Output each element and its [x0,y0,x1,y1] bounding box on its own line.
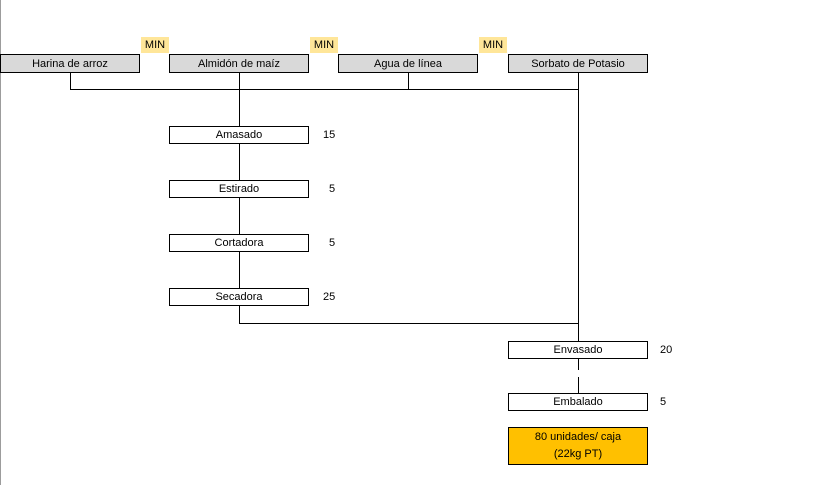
connector [408,72,409,90]
time-amasado: 15 [323,129,336,141]
connector [239,251,240,288]
connector [239,197,240,234]
ingredient-agua-de-linea: Agua de línea [338,54,478,73]
ingredient-sorbato-de-potasio: Sorbato de Potasio [508,54,648,73]
ingredient-harina-de-arroz: Harina de arroz [0,54,140,73]
connector [578,377,579,393]
step-secadora: Secadora [169,288,309,306]
connector [70,89,579,90]
min-tag-agua: MIN [479,37,507,53]
final-product-weight: (22kg PT) [553,448,603,460]
final-product-box: 80 unidades/ caja (22kg PT) [508,427,648,465]
step-estirado: Estirado [169,180,309,198]
step-amasado: Amasado [169,126,309,144]
min-tag-harina: MIN [141,37,169,53]
time-cortadora: 5 [329,237,336,249]
time-estirado: 5 [329,183,336,195]
connector [239,143,240,180]
connector [239,305,240,324]
time-embalado: 5 [660,396,667,408]
final-product-units: 80 unidades/ caja [534,431,622,443]
step-embalado: Embalado [508,393,648,411]
ingredient-almidon-de-maiz: Almidón de maíz [169,54,309,73]
connector [239,72,240,126]
connector [578,358,579,370]
step-cortadora: Cortadora [169,234,309,252]
sheet-left-border [0,0,1,485]
min-tag-almidon: MIN [310,37,338,53]
connector [70,72,71,90]
step-envasado: Envasado [508,341,648,359]
connector [239,323,579,324]
connector [578,72,579,341]
time-envasado: 20 [660,344,673,356]
time-secadora: 25 [323,291,336,303]
